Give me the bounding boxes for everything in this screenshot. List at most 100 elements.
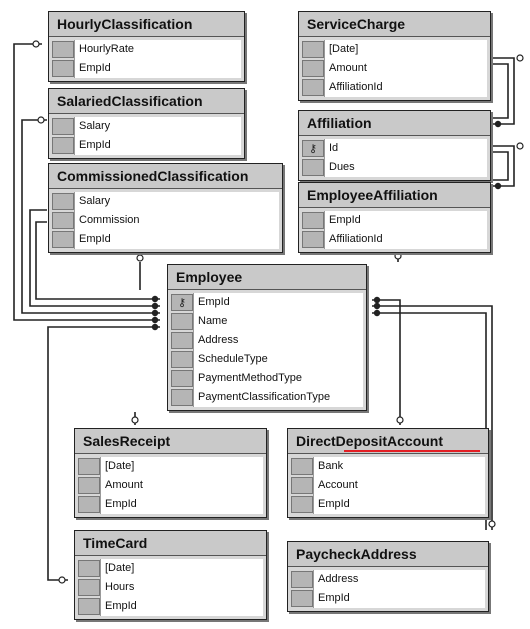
field-name: Address <box>313 570 485 589</box>
row-selector <box>291 496 313 513</box>
field-row[interactable]: AffiliationId <box>299 78 490 97</box>
field-name: AffiliationId <box>324 230 487 249</box>
field-row[interactable]: [Date] <box>299 40 490 59</box>
field-row[interactable]: Address <box>168 331 366 350</box>
table-employee-affiliation[interactable]: EmployeeAffiliation EmpId AffiliationId <box>298 182 491 253</box>
row-selector <box>78 496 100 513</box>
row-selector <box>52 137 74 154</box>
field-name: EmpId <box>74 230 279 249</box>
field-row[interactable]: [Date] <box>75 559 266 578</box>
table-sales-receipt[interactable]: SalesReceipt [Date] Amount EmpId <box>74 428 267 518</box>
field-row[interactable]: AffiliationId <box>299 230 490 249</box>
table-commissioned-classification[interactable]: CommissionedClassification Salary Commis… <box>48 163 283 253</box>
row-selector <box>52 41 74 58</box>
field-row[interactable]: ⚷Id <box>299 139 490 158</box>
field-row[interactable]: PaymentMethodType <box>168 369 366 388</box>
field-row[interactable]: EmpId <box>288 589 488 608</box>
field-name: EmpId <box>324 211 487 230</box>
row-selector <box>78 477 100 494</box>
field-name: EmpId <box>100 597 263 616</box>
rel-affiliation-empaffiliation <box>492 145 515 187</box>
field-row[interactable]: Account <box>288 476 488 495</box>
row-selector <box>291 571 313 588</box>
row-selector <box>52 118 74 135</box>
field-row[interactable]: ⚷EmpId <box>168 293 366 312</box>
field-row[interactable]: ScheduleType <box>168 350 366 369</box>
table-affiliation[interactable]: Affiliation ⚷Id Dues <box>298 110 491 181</box>
field-name: PaymentMethodType <box>193 369 363 388</box>
field-name: Bank <box>313 457 485 476</box>
field-row[interactable]: HourlyRate <box>49 40 244 59</box>
field-row[interactable]: Address <box>288 570 488 589</box>
table-employee[interactable]: Employee ⚷EmpId Name Address ScheduleTyp… <box>167 264 367 411</box>
field-row[interactable]: Salary <box>49 192 282 211</box>
field-row[interactable]: Name <box>168 312 366 331</box>
field-name: [Date] <box>100 457 263 476</box>
field-row[interactable]: Dues <box>299 158 490 177</box>
field-row[interactable]: [Date] <box>75 457 266 476</box>
row-selector <box>171 370 193 387</box>
field-name: Account <box>313 476 485 495</box>
row-selector <box>302 41 324 58</box>
field-name: EmpId <box>313 495 485 514</box>
field-row[interactable]: EmpId <box>288 495 488 514</box>
key-icon: ⚷ <box>171 294 193 311</box>
table-title: SalariedClassification <box>49 89 244 114</box>
field-name: [Date] <box>324 40 487 59</box>
field-name: AffiliationId <box>324 78 487 97</box>
table-title: Affiliation <box>299 111 490 136</box>
field-row[interactable]: Amount <box>75 476 266 495</box>
table-paycheck-address[interactable]: PaycheckAddress Address EmpId <box>287 541 489 612</box>
field-name: EmpId <box>74 59 241 78</box>
field-row[interactable]: EmpId <box>299 211 490 230</box>
field-name: EmpId <box>193 293 363 312</box>
field-name: Salary <box>74 192 279 211</box>
table-salaried-classification[interactable]: SalariedClassification Salary EmpId <box>48 88 245 159</box>
field-name: HourlyRate <box>74 40 241 59</box>
field-row[interactable]: EmpId <box>75 495 266 514</box>
row-selector <box>52 60 74 77</box>
field-row[interactable]: Hours <box>75 578 266 597</box>
field-name: Commission <box>74 211 279 230</box>
field-row[interactable]: EmpId <box>75 597 266 616</box>
field-name: Address <box>193 331 363 350</box>
row-selector <box>171 313 193 330</box>
row-selector <box>78 598 100 615</box>
field-row[interactable]: Salary <box>49 117 244 136</box>
field-name: PaymentClassificationType <box>193 388 363 407</box>
table-title: CommissionedClassification <box>49 164 282 189</box>
field-name: EmpId <box>74 136 241 155</box>
field-row[interactable]: Commission <box>49 211 282 230</box>
table-direct-deposit-account[interactable]: DirectDepositAccount Bank Account EmpId <box>287 428 489 518</box>
field-row[interactable]: Amount <box>299 59 490 78</box>
field-row[interactable]: EmpId <box>49 136 244 155</box>
rel-timecard-employee <box>47 326 160 581</box>
row-selector <box>291 590 313 607</box>
row-selector <box>78 560 100 577</box>
table-title: ServiceCharge <box>299 12 490 37</box>
table-hourly-classification[interactable]: HourlyClassification HourlyRate EmpId <box>48 11 245 82</box>
highlight-underline <box>344 450 480 452</box>
rel-servicecharge-affiliation <box>492 57 515 125</box>
field-row[interactable]: Bank <box>288 457 488 476</box>
row-selector <box>78 579 100 596</box>
row-selector <box>171 351 193 368</box>
key-icon: ⚷ <box>302 140 324 157</box>
field-name: EmpId <box>100 495 263 514</box>
table-time-card[interactable]: TimeCard [Date] Hours EmpId <box>74 530 267 620</box>
rel-hourly-employee <box>13 43 160 321</box>
field-row[interactable]: EmpId <box>49 59 244 78</box>
table-title: SalesReceipt <box>75 429 266 454</box>
rel-employee-paycheck <box>372 305 493 530</box>
row-selector <box>302 60 324 77</box>
table-title: EmployeeAffiliation <box>299 183 490 208</box>
row-selector <box>302 79 324 96</box>
field-row[interactable]: PaymentClassificationType <box>168 388 366 407</box>
field-row[interactable]: EmpId <box>49 230 282 249</box>
rel-salaried-employee <box>21 119 160 314</box>
row-selector <box>291 458 313 475</box>
field-name: Name <box>193 312 363 331</box>
field-name: EmpId <box>313 589 485 608</box>
table-service-charge[interactable]: ServiceCharge [Date] Amount AffiliationI… <box>298 11 491 101</box>
